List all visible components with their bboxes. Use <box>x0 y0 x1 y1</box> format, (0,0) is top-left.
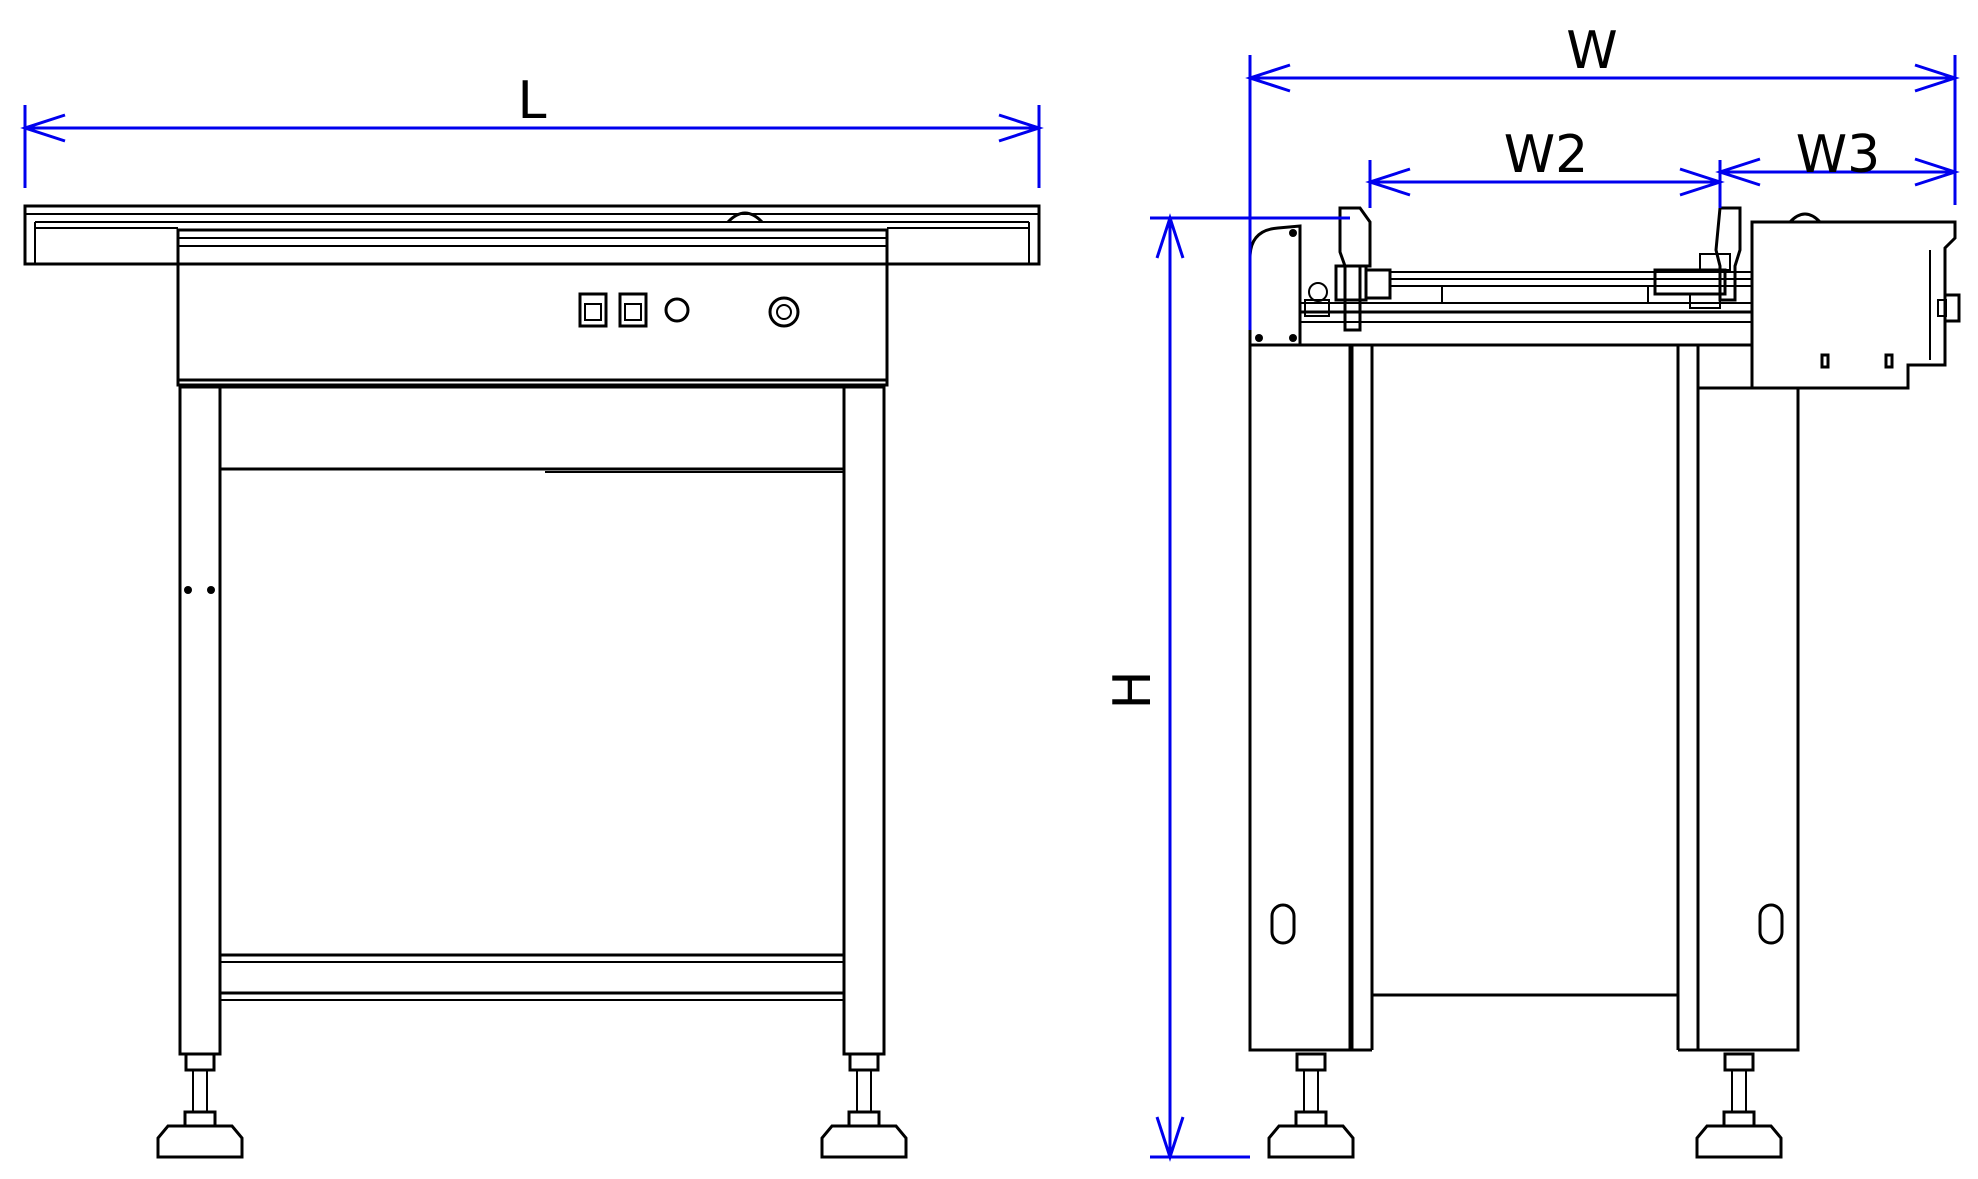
power-switch <box>578 292 608 328</box>
speed-knob <box>768 296 800 328</box>
rail-assembly <box>1248 206 1961 390</box>
width-dimension: W <box>1245 21 1960 330</box>
right-post <box>1696 386 1800 1052</box>
leveling-foot-side-right <box>1695 1052 1783 1159</box>
bolt-hole <box>207 586 215 594</box>
leveling-foot-left <box>156 1052 244 1159</box>
slot-hole <box>1758 903 1784 945</box>
frame <box>178 385 886 1056</box>
length-dimension: L <box>20 71 1044 188</box>
side-frame <box>1248 343 1800 1052</box>
length-label: L <box>518 71 547 131</box>
bolt-hole <box>184 586 192 594</box>
width2-label: W2 <box>1504 125 1589 185</box>
clamp-knob <box>1788 212 1822 224</box>
run-switch <box>618 292 648 328</box>
conveyor-rail <box>23 204 1041 266</box>
leveling-foot-side-left <box>1267 1052 1355 1159</box>
left-post <box>1248 343 1354 1052</box>
slot-hole <box>1270 903 1296 945</box>
height-label: H <box>1103 670 1163 709</box>
width3-label: W3 <box>1796 125 1881 185</box>
indicator-lamp <box>664 297 690 323</box>
width-label: W <box>1566 21 1617 81</box>
left-leg <box>178 385 222 1056</box>
right-leg <box>842 385 886 1056</box>
clamp-knob <box>726 211 764 224</box>
width2-dimension: W2 <box>1365 125 1725 208</box>
leveling-foot-right <box>820 1052 908 1159</box>
side-view: W W2 W3 H <box>1103 21 1961 1162</box>
width3-dimension: W3 <box>1715 125 1960 187</box>
upper-crossbar <box>218 385 846 471</box>
front-view: L <box>20 71 1044 1159</box>
control-box <box>176 228 889 387</box>
height-dimension: H <box>1103 213 1350 1162</box>
